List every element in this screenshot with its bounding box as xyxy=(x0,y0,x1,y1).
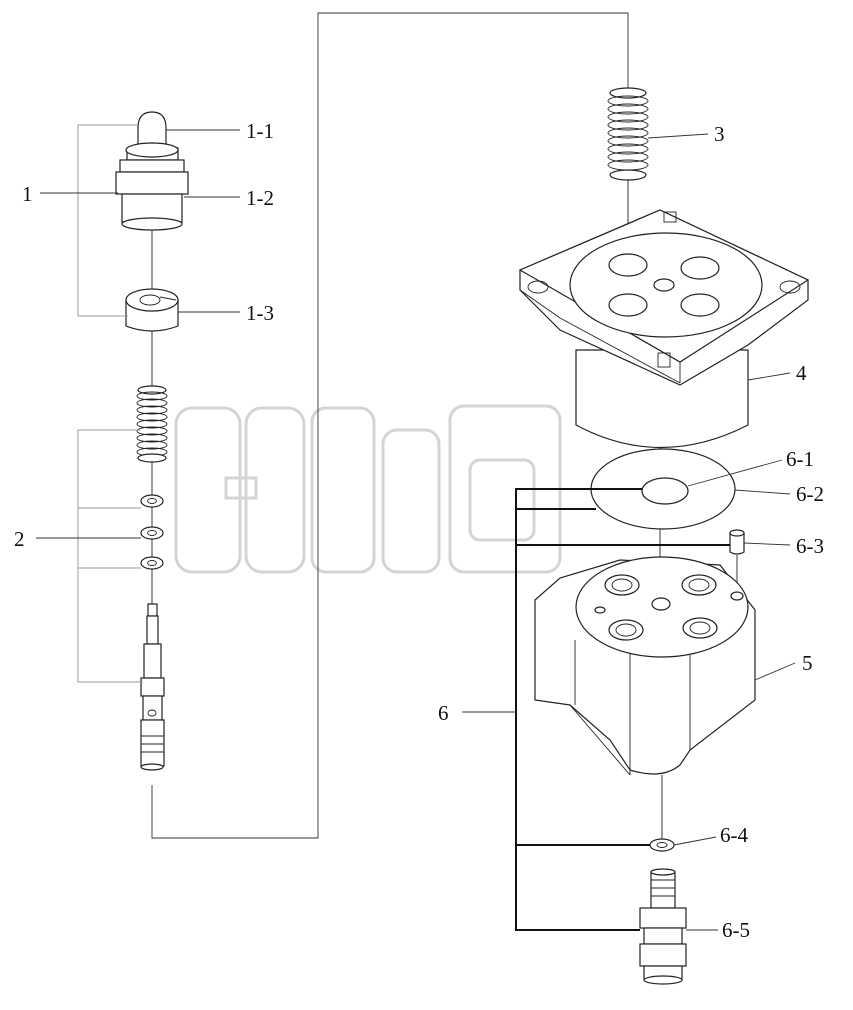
part-3-spring xyxy=(607,87,649,181)
label-1: 1 xyxy=(22,182,33,206)
part-6-1-o-ring xyxy=(641,477,689,505)
part-1-2-guide-bush xyxy=(115,142,189,231)
part-6-5-plug xyxy=(639,868,687,985)
part-6-3-pin xyxy=(729,529,745,555)
leader-6-3 xyxy=(743,542,791,546)
bracket-group-1 xyxy=(77,124,138,317)
label-2: 2 xyxy=(14,527,25,551)
leader-6-1 xyxy=(687,459,783,487)
label-6-4: 6-4 xyxy=(720,823,748,847)
label-1-3: 1-3 xyxy=(246,301,274,325)
label-6-3: 6-3 xyxy=(796,534,824,558)
label-6-5: 6-5 xyxy=(722,918,750,942)
part-4-cover-flange xyxy=(518,209,810,449)
label-3: 3 xyxy=(714,122,725,146)
leader-6-2 xyxy=(734,489,791,495)
label-6: 6 xyxy=(438,701,449,725)
label-1-2: 1-2 xyxy=(246,186,274,210)
label-4: 4 xyxy=(796,361,807,385)
leader-3 xyxy=(647,133,709,139)
part-valve-spool xyxy=(140,603,165,771)
leader-6-4 xyxy=(673,836,717,846)
leader-5 xyxy=(754,662,796,681)
label-6-1: 6-1 xyxy=(786,447,814,471)
bracket-group-6 xyxy=(515,488,730,931)
bracket-group-2 xyxy=(77,429,143,683)
assembly-route-line xyxy=(151,12,629,839)
part-1-3-slotted-collar xyxy=(125,288,179,332)
part-return-spring-left xyxy=(136,385,168,463)
label-5: 5 xyxy=(802,651,813,675)
label-6-2: 6-2 xyxy=(796,482,824,506)
part-5-valve-body xyxy=(534,556,756,776)
leader-4 xyxy=(747,372,791,381)
label-1-1: 1-1 xyxy=(246,119,274,143)
part-6-4-washer xyxy=(649,838,675,852)
part-washers-left xyxy=(140,494,164,570)
watermark-logo: TM xyxy=(174,400,641,574)
